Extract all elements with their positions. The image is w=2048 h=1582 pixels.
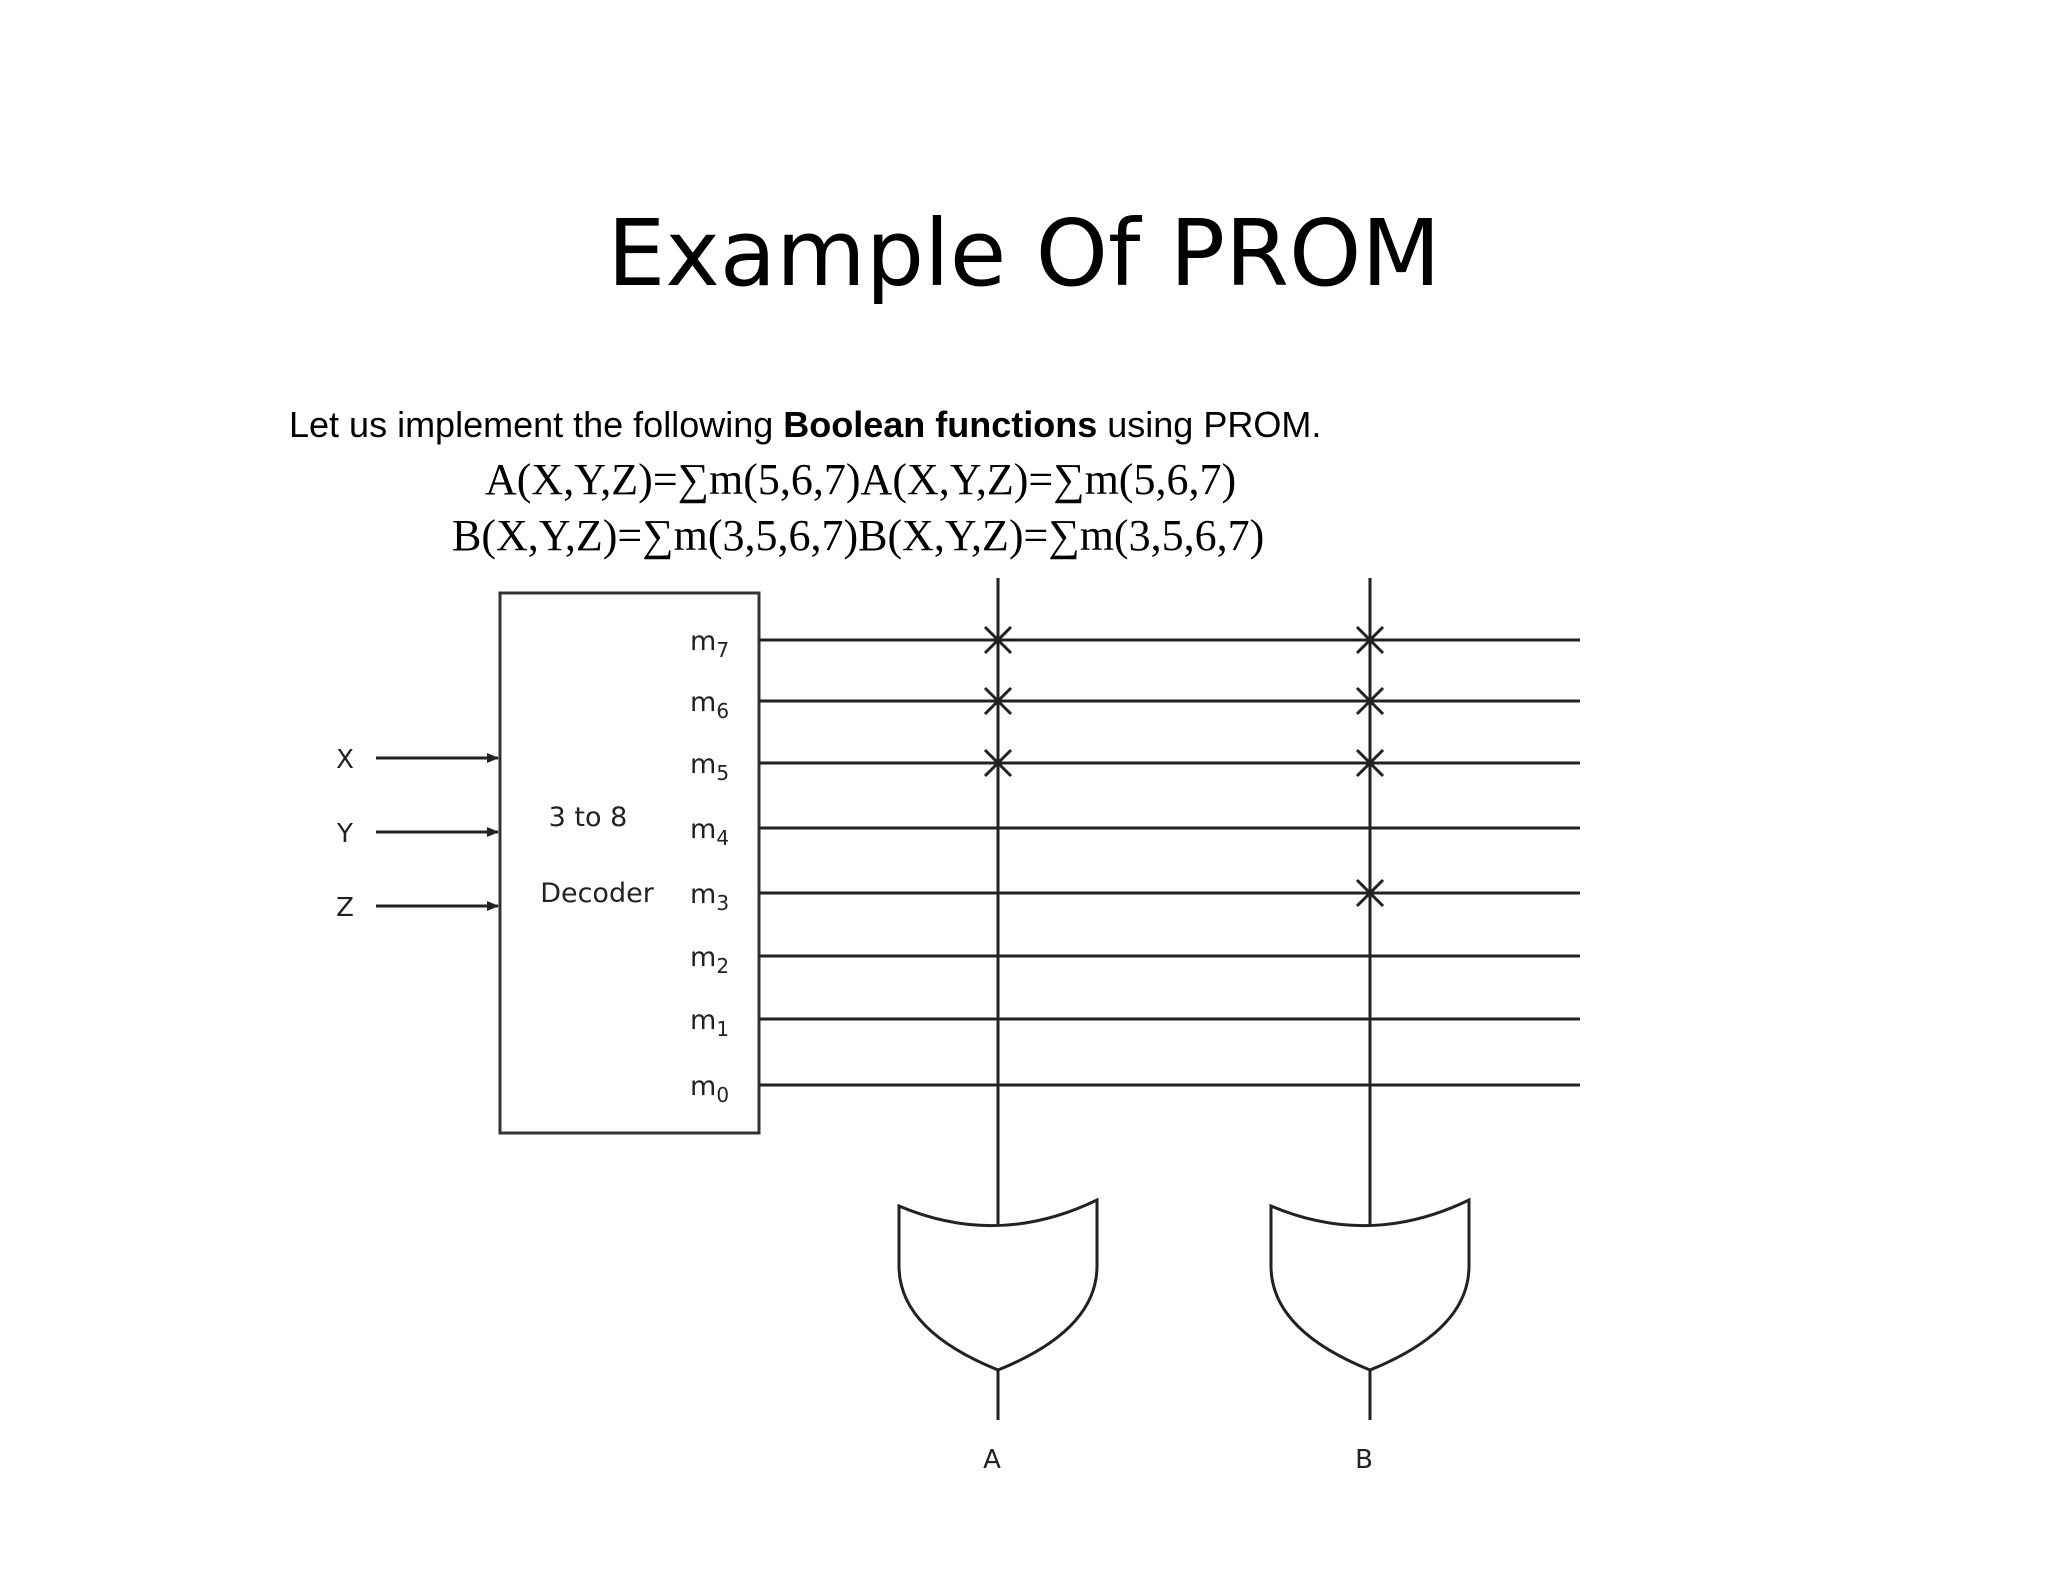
output-label-a: A — [983, 1445, 1001, 1475]
crosspoint-a-m6 — [983, 686, 1013, 716]
minterm-label-m3: m3 — [690, 879, 729, 915]
crosspoint-b-m7 — [1355, 625, 1385, 655]
intro-text: Let us implement the following Boolean f… — [289, 404, 1321, 446]
input-lines: X Y Z — [336, 745, 499, 923]
crosspoint-b-m3 — [1355, 878, 1385, 908]
intro-after: using PROM. — [1097, 404, 1322, 445]
minterm-label-m6: m6 — [690, 687, 729, 723]
input-label-z: Z — [336, 893, 354, 923]
or-gate-b — [1269, 1197, 1471, 1372]
minterm-label-m4: m4 — [690, 814, 729, 850]
minterm-label-m1: m1 — [690, 1005, 729, 1041]
input-label-y: Y — [336, 819, 353, 849]
crosspoint-b-m5 — [1355, 748, 1385, 778]
equation-b: B(X,Y,Z)=∑m(3,5,6,7)B(X,Y,Z)=∑m(3,5,6,7) — [452, 511, 1265, 560]
decoder-box — [498, 591, 761, 1135]
or-gate-a — [897, 1197, 1099, 1372]
crosspoint-a-m5 — [983, 748, 1013, 778]
minterm-label-m7: m7 — [690, 626, 729, 662]
slide-title: Example Of PROM — [607, 200, 1441, 307]
decoder-label-line1: 3 to 8 — [549, 802, 628, 833]
intro-bold: Boolean functions — [783, 404, 1098, 445]
minterm-lines: m7 m6 m5 m4 m3 m2 m1 m0 — [690, 626, 1580, 1107]
crosspoint-a-m7 — [983, 625, 1013, 655]
input-label-x: X — [336, 745, 354, 775]
minterm-label-m0: m0 — [690, 1071, 729, 1107]
equation-a: A(X,Y,Z)=∑m(5,6,7)A(X,Y,Z)=∑m(5,6,7) — [485, 455, 1237, 504]
output-label-b: B — [1355, 1445, 1373, 1475]
intro-before: Let us implement the following — [289, 404, 784, 445]
minterm-label-m2: m2 — [690, 942, 729, 978]
decoder-label-line2: Decoder — [540, 878, 655, 909]
minterm-label-m5: m5 — [690, 749, 729, 785]
crosspoint-b-m6 — [1355, 686, 1385, 716]
